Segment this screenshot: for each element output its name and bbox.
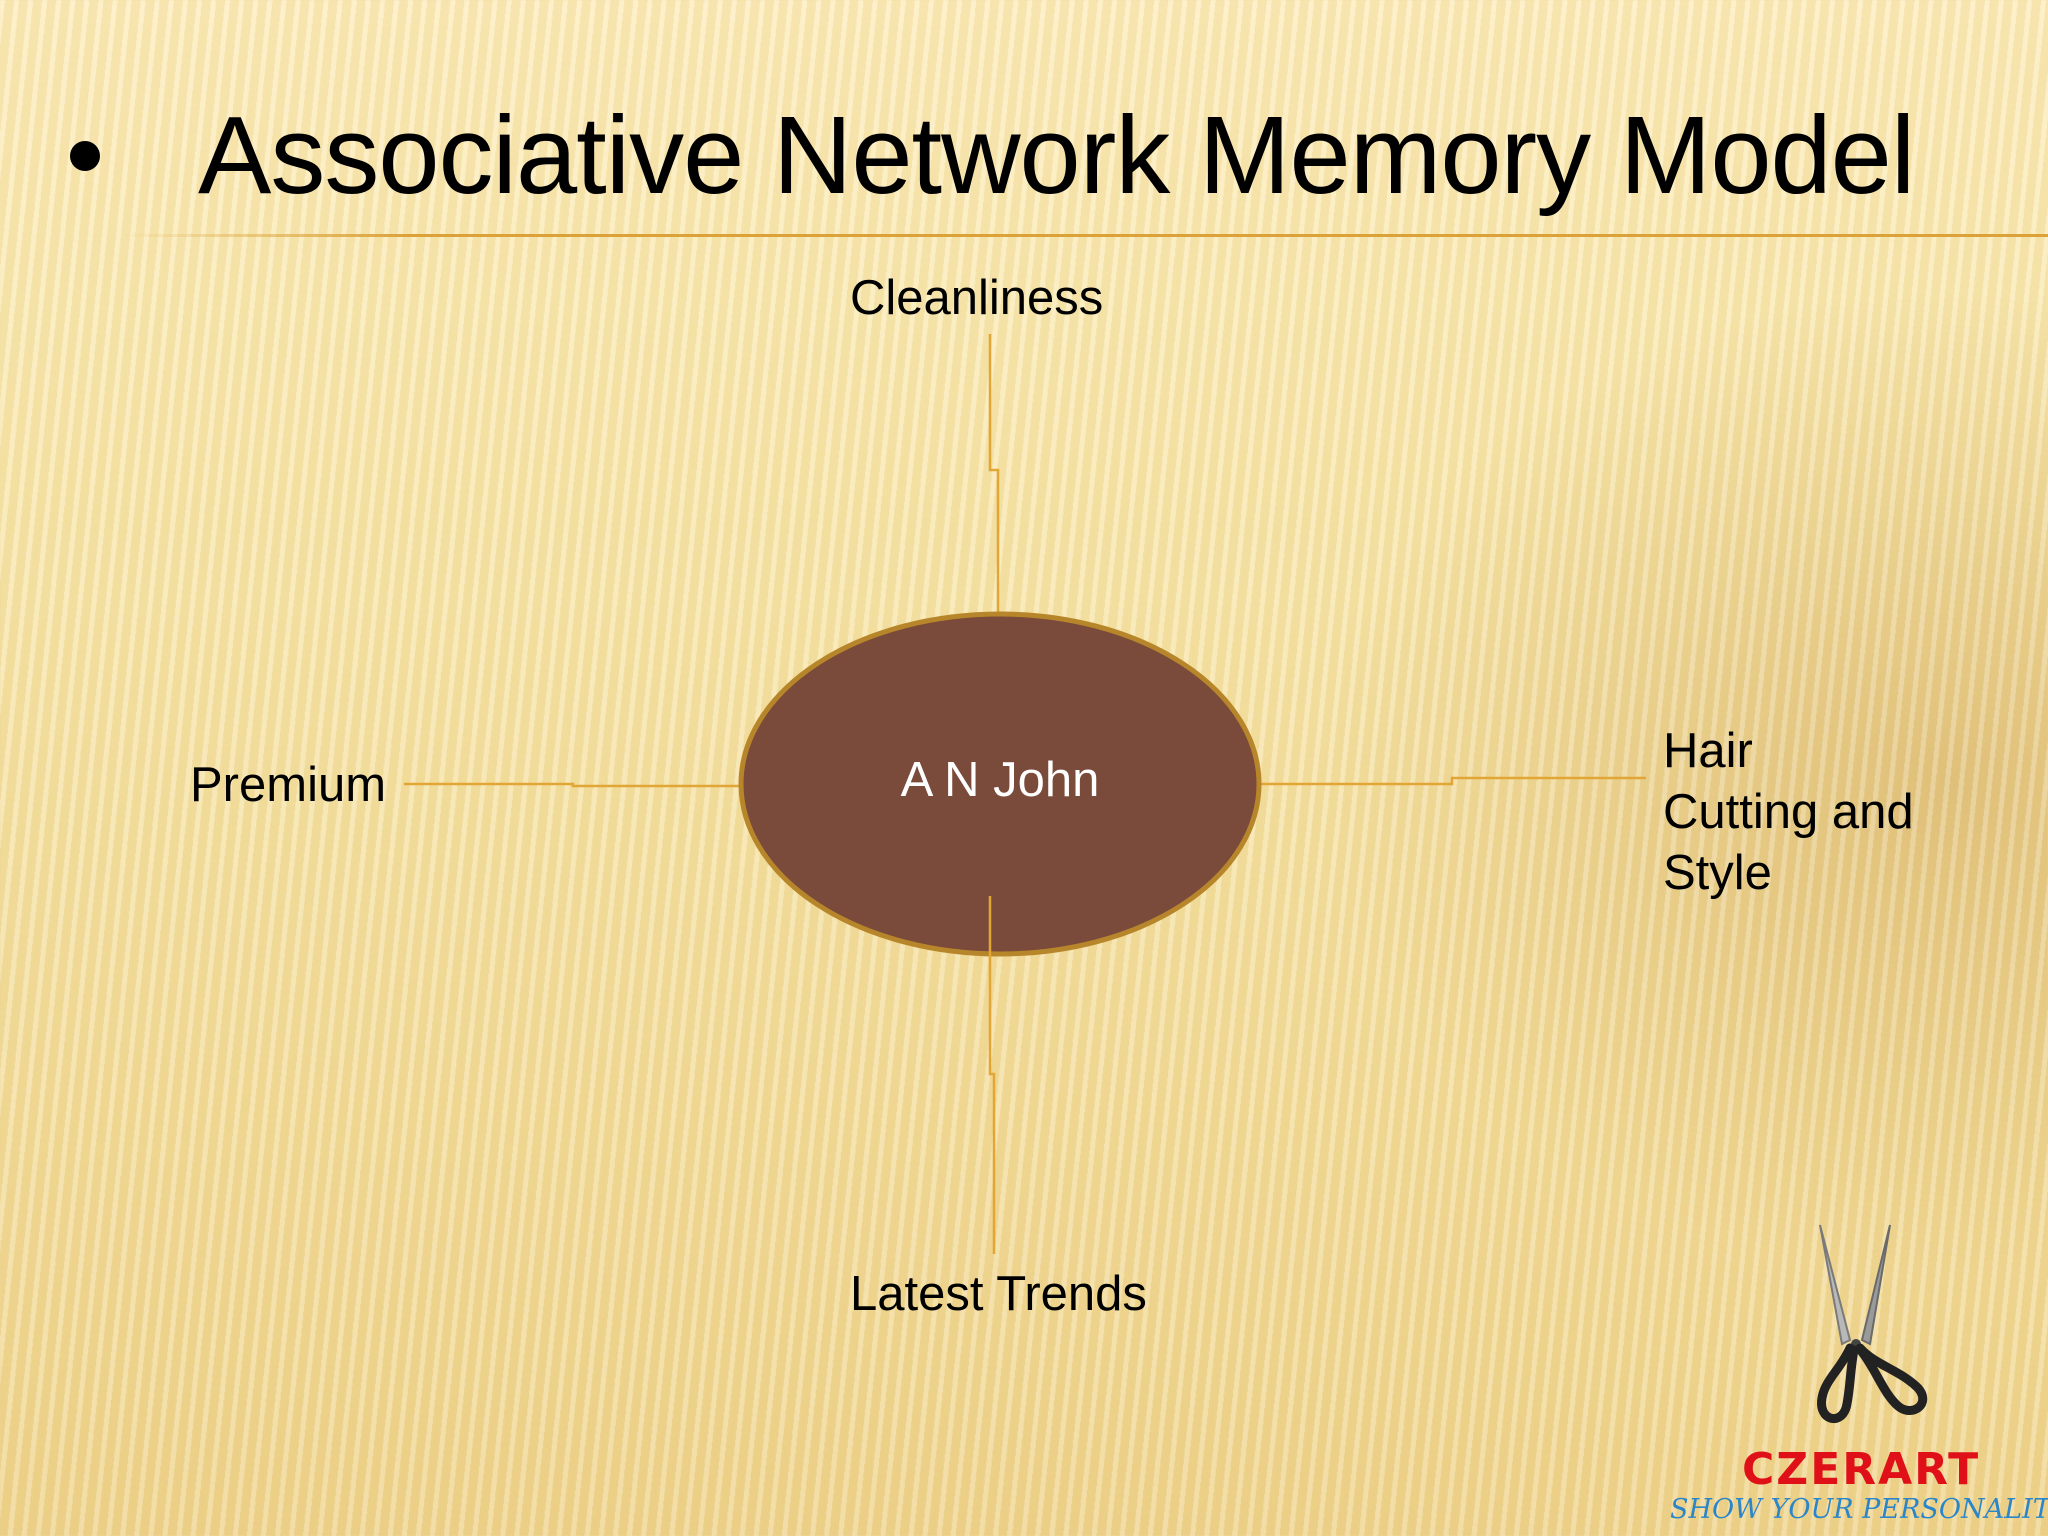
scissors-icon bbox=[1817, 1224, 1928, 1423]
brand-name: CZERART bbox=[1742, 1444, 1981, 1495]
center-node-label: A N John bbox=[900, 753, 1100, 807]
title-row: Associative Network Memory Model bbox=[70, 92, 1915, 219]
node-left-label: Premium bbox=[190, 758, 387, 812]
connector-bottom bbox=[988, 896, 996, 1254]
brand-tagline: SHOW YOUR PERSONALITY bbox=[1670, 1494, 2048, 1525]
connector-left bbox=[404, 782, 742, 788]
node-right-line-2: Cutting and bbox=[1663, 785, 1914, 839]
czerart-logo: CZERART SHOW YOUR PERSONALITY bbox=[1660, 1220, 2048, 1536]
center-node bbox=[738, 611, 1262, 957]
title-divider bbox=[120, 234, 2048, 237]
node-top-label: Cleanliness bbox=[850, 271, 1104, 325]
bullet-icon bbox=[70, 140, 100, 171]
connector-right bbox=[1258, 776, 1646, 786]
slide-title: Associative Network Memory Model bbox=[198, 94, 1915, 217]
node-right-label: Hair Cutting and Style bbox=[1663, 721, 1914, 904]
node-right-line-1: Hair bbox=[1663, 724, 1753, 778]
node-right-line-3: Style bbox=[1663, 846, 1772, 900]
connector-top bbox=[988, 334, 1000, 612]
node-bottom-label: Latest Trends bbox=[850, 1267, 1147, 1321]
